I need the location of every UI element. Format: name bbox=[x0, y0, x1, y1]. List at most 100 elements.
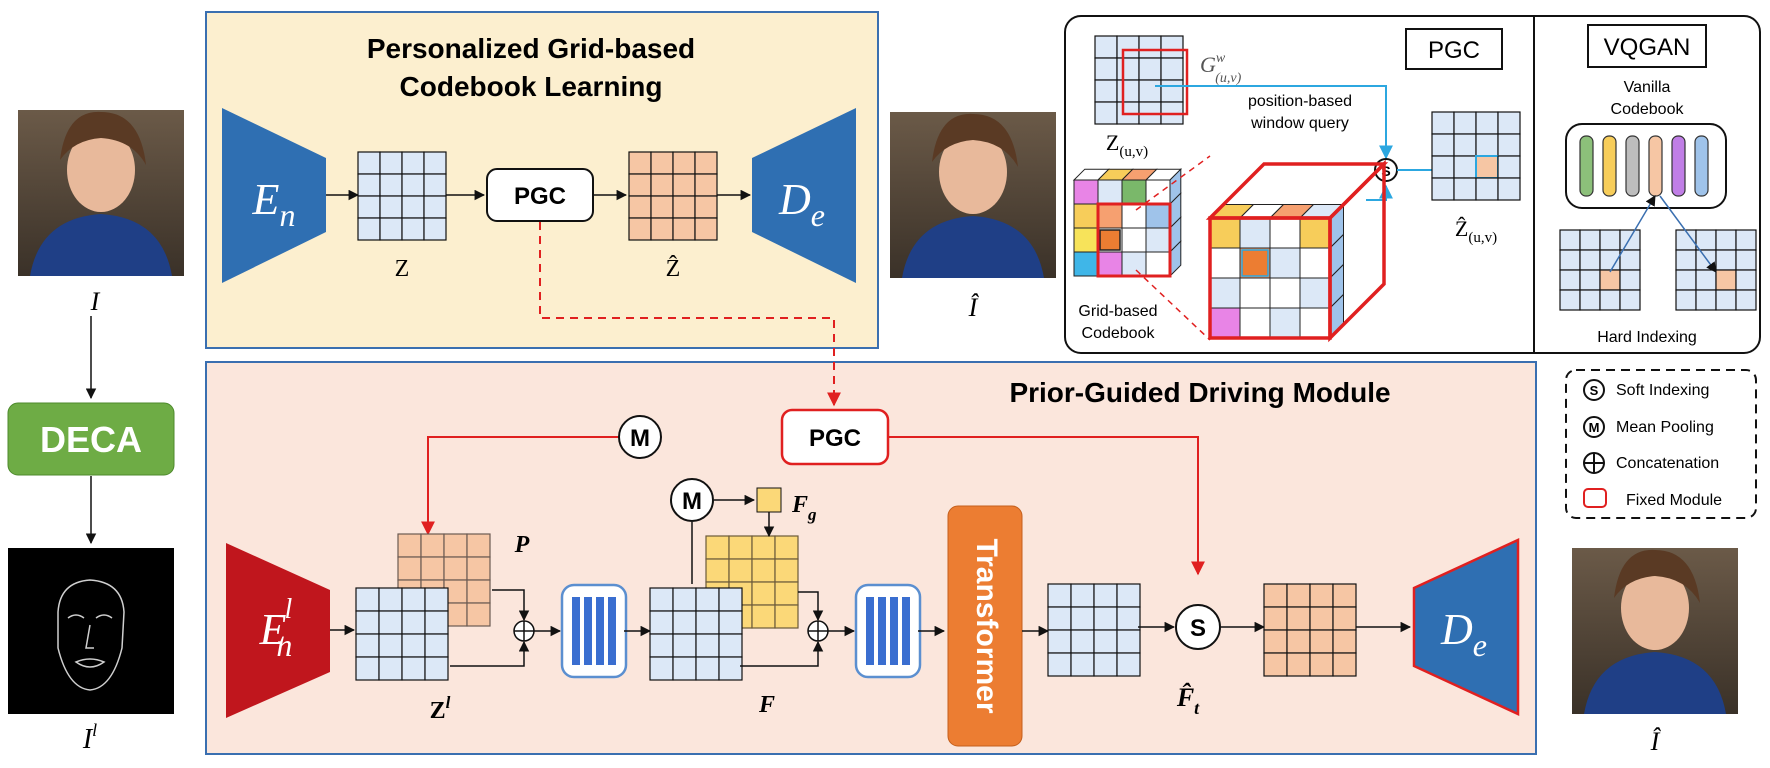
grid-cell bbox=[357, 217, 381, 241]
grid-cell bbox=[672, 633, 697, 658]
legend-soft-icon bbox=[1583, 379, 1605, 401]
grid-cell bbox=[1735, 289, 1757, 311]
label-Z: Z bbox=[395, 256, 410, 282]
cube-face-cell bbox=[1269, 277, 1301, 309]
grid-cell bbox=[423, 173, 447, 197]
label-I-hat-right: Î bbox=[1650, 727, 1662, 756]
legend-mean-icon bbox=[1583, 416, 1605, 438]
grid-cell bbox=[672, 173, 696, 197]
grid-cell bbox=[1695, 289, 1717, 311]
grid-cell bbox=[751, 604, 776, 629]
mean-pool-bottom bbox=[670, 478, 714, 522]
grid-cell bbox=[1735, 229, 1757, 251]
grid-cell bbox=[1332, 583, 1357, 608]
grid-cell bbox=[1559, 249, 1581, 271]
grid-F bbox=[649, 587, 743, 681]
grid-cell bbox=[1431, 111, 1455, 135]
grid-cell bbox=[1286, 629, 1311, 654]
grid-cell bbox=[1093, 629, 1118, 654]
grid-codebook-cube bbox=[1072, 167, 1183, 278]
pgc-bottom bbox=[780, 408, 890, 466]
grid-cell bbox=[695, 587, 720, 612]
codebook-to-S-arrow bbox=[1366, 184, 1393, 201]
grid-cell bbox=[672, 610, 697, 635]
grid-cell bbox=[1675, 289, 1697, 311]
grid-cell bbox=[378, 587, 403, 612]
grid-cell bbox=[1263, 652, 1288, 677]
grid-cell bbox=[1579, 249, 1601, 271]
grid-cell bbox=[379, 195, 403, 219]
legend-fixed-label: Fixed Module bbox=[1626, 492, 1722, 509]
grid-cell bbox=[774, 604, 799, 629]
grid-cell bbox=[466, 579, 491, 604]
grid-cell bbox=[1579, 229, 1601, 251]
decoder-top-label: De bbox=[778, 175, 825, 233]
codebook-bar bbox=[1602, 135, 1617, 197]
codebook-bar bbox=[1694, 135, 1709, 197]
grid-cell bbox=[1675, 249, 1697, 271]
grid-cell bbox=[695, 633, 720, 658]
grid-cell bbox=[1475, 133, 1499, 157]
label-Ft: F̂t bbox=[1176, 683, 1200, 718]
mean-pool-top bbox=[618, 415, 662, 459]
cube-face-cell bbox=[1299, 307, 1331, 339]
grid-cell bbox=[1286, 652, 1311, 677]
grid-cell bbox=[1070, 583, 1095, 608]
grid-cell bbox=[1309, 652, 1334, 677]
Fg-box bbox=[756, 487, 782, 513]
grid-cell bbox=[1138, 57, 1162, 81]
grid-cell bbox=[672, 217, 696, 241]
grid-cell bbox=[378, 633, 403, 658]
line-F-to-concat2 bbox=[740, 640, 824, 667]
grid-cell bbox=[1286, 583, 1311, 608]
grid-cell bbox=[628, 151, 652, 175]
concat-2 bbox=[807, 620, 829, 642]
grid-cell bbox=[649, 610, 674, 635]
codebook-bar bbox=[1625, 135, 1640, 197]
grid-cell bbox=[1047, 583, 1072, 608]
pgc-tag: PGC bbox=[1428, 37, 1480, 64]
grid-cell bbox=[774, 581, 799, 606]
bottom-panel-title: Prior-Guided Driving Module bbox=[1009, 377, 1390, 408]
grid-cell bbox=[672, 151, 696, 175]
grid-cell bbox=[1138, 79, 1162, 103]
dashed-link-pgc bbox=[539, 222, 841, 407]
grid-cell bbox=[650, 173, 674, 197]
zoom-line-2 bbox=[1135, 269, 1211, 341]
inset-G-label: Gw(u,v) bbox=[1200, 51, 1242, 86]
grid-cell bbox=[1309, 629, 1334, 654]
grid-cell bbox=[1116, 606, 1141, 631]
vqgan-codebook-1: Vanilla bbox=[1624, 79, 1671, 96]
legend-soft-symbol: S bbox=[1590, 383, 1599, 398]
grid-cell bbox=[1070, 629, 1095, 654]
grid-cell bbox=[1093, 652, 1118, 677]
mlp-bar bbox=[902, 597, 910, 665]
codebook-bar bbox=[1648, 135, 1663, 197]
grid-cell bbox=[694, 195, 718, 219]
cube-highlight-cell bbox=[1099, 229, 1121, 251]
legend-fixed-icon bbox=[1583, 488, 1607, 508]
grid-cell bbox=[466, 556, 491, 581]
cube-highlight-cell bbox=[1241, 249, 1269, 277]
legend-concat-icon bbox=[1583, 452, 1605, 474]
codebook-bar bbox=[1671, 135, 1686, 197]
mlp-bar bbox=[890, 597, 898, 665]
grid-cell bbox=[397, 533, 422, 558]
cube-face-cell bbox=[1097, 203, 1123, 229]
legend-mean-symbol: M bbox=[1589, 420, 1600, 435]
grid-cell bbox=[1116, 35, 1140, 59]
grid-cell bbox=[466, 533, 491, 558]
grid-cell bbox=[355, 610, 380, 635]
grid-cell bbox=[694, 173, 718, 197]
cube-face-cell bbox=[1269, 217, 1301, 249]
hard-index-grid-left bbox=[1559, 229, 1641, 311]
grid-cell bbox=[628, 217, 652, 241]
grid-cell bbox=[401, 195, 425, 219]
label-I-l: Il bbox=[82, 720, 97, 755]
cube-face-cell bbox=[1239, 217, 1271, 249]
grid-cell bbox=[728, 558, 753, 583]
grid-cell bbox=[694, 151, 718, 175]
grid-cell bbox=[1715, 269, 1737, 291]
